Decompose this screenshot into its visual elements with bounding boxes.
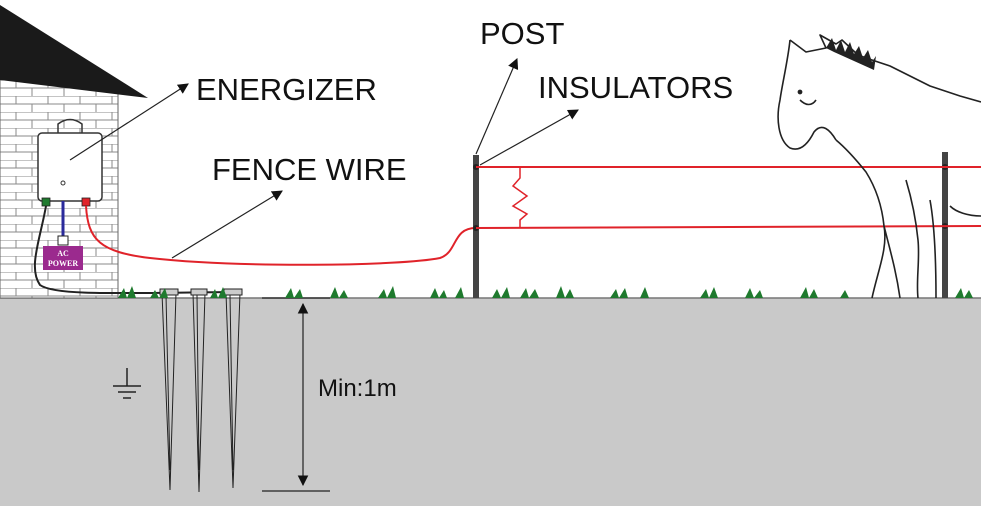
fence-wire [85,205,477,266]
post-label: POST [480,16,564,51]
fence-post-right [942,152,948,298]
wire-jumper [511,167,529,228]
ac-label-line2: POWER [48,259,78,268]
insulators-label: INSULATORS [538,70,733,105]
grass [118,286,973,298]
ground-symbol-icon [113,368,141,399]
ac-label-line1: AC [57,249,69,258]
energizer-label: ENERGIZER [196,72,377,107]
horse-mane [826,38,876,70]
fence-wire-label: FENCE WIRE [212,152,407,187]
house-roof [0,5,148,98]
fence-wire-bottom [475,225,981,229]
depth-label: Min:1m [318,375,397,402]
pointer-arrows [69,58,579,259]
ground-lead-wire [33,205,236,295]
ground-area [0,298,981,506]
ac-power-box: AC POWER [43,246,83,270]
ground-rods [159,288,243,493]
fence-post-left [473,155,479,298]
